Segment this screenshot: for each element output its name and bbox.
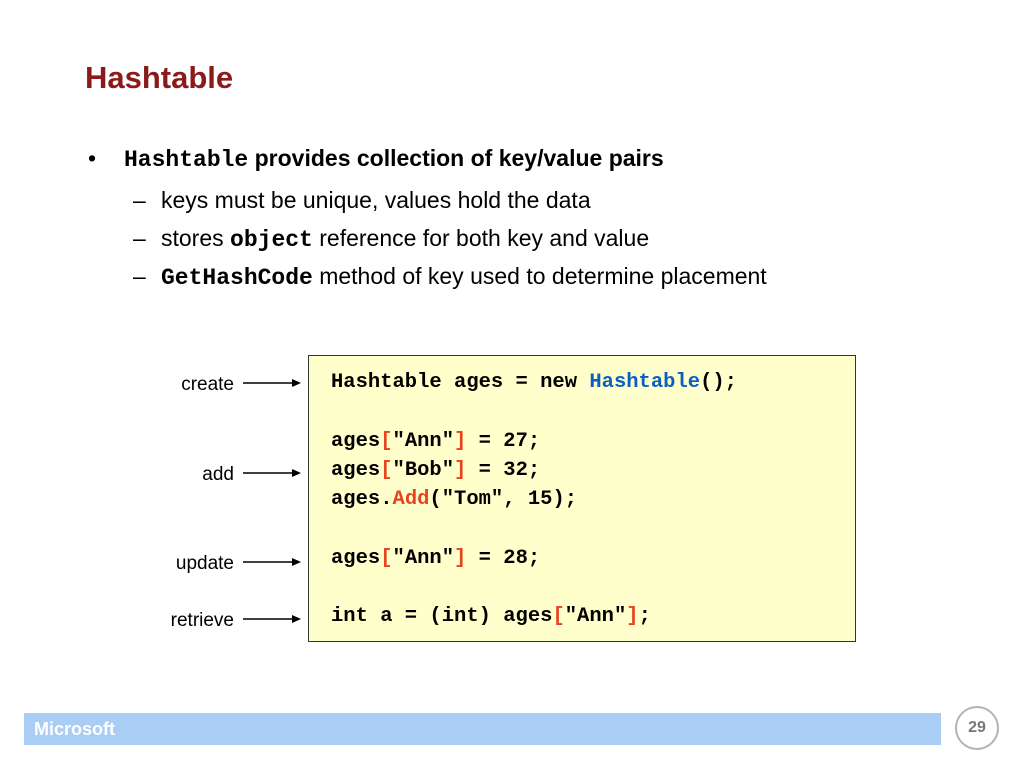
code-keyword-hashtable: Hashtable [589, 371, 701, 394]
bullet-code-gethashcode: GetHashCode [161, 265, 313, 291]
bullet-sub-keys: – keys must be unique, values hold the d… [88, 187, 988, 225]
code-line-create: Hashtable ages = new Hashtable(); [331, 371, 737, 394]
label-create: create [181, 374, 234, 395]
label-retrieve: retrieve [170, 610, 234, 631]
code-method-add: Add [392, 488, 430, 511]
label-add: add [202, 464, 234, 485]
slide-title: Hashtable [85, 60, 234, 95]
bullet-sub-object: – stores object reference for both key a… [88, 225, 988, 263]
bullet-sub-gethashcode: – GetHashCode method of key used to dete… [88, 263, 988, 301]
bullet-list: • Hashtable provides collection of key/v… [88, 145, 988, 301]
code-box: Hashtable ages = new Hashtable(); ages["… [308, 355, 856, 642]
code-line-retrieve: int a = (int) ages["Ann"]; [331, 605, 651, 628]
code-line-add-bob: ages["Bob"] = 32; [331, 459, 541, 482]
code-line-add-ann: ages["Ann"] = 27; [331, 430, 541, 453]
bullet-code-object: object [230, 227, 313, 253]
footer-brand: Microsoft [34, 719, 115, 739]
footer-bar: Microsoft [24, 713, 941, 745]
page-number: 29 [955, 706, 999, 750]
arrow-right-icon [243, 469, 301, 477]
arrow-right-icon [243, 379, 301, 387]
bullet-sub-object-post: reference for both key and value [312, 225, 650, 251]
arrow-right-icon [243, 615, 301, 623]
code-line-update: ages["Ann"] = 28; [331, 547, 541, 570]
dash-marker: – [133, 187, 146, 213]
bullet-marker: • [88, 145, 97, 171]
bullet-sub-keys-text: keys must be unique, values hold the dat… [161, 187, 591, 213]
bullet-main-text: provides collection of key/value pairs [248, 145, 664, 171]
dash-marker: – [133, 225, 146, 251]
bullet-sub-object-pre: stores [161, 225, 231, 251]
dash-marker: – [133, 263, 146, 289]
bullet-main: • Hashtable provides collection of key/v… [88, 145, 988, 187]
label-update: update [175, 553, 234, 574]
bullet-code-hashtable: Hashtable [124, 147, 249, 173]
bullet-sub-gethashcode-post: method of key used to determine placemen… [312, 263, 767, 289]
arrow-right-icon [243, 558, 301, 566]
code-line-add-tom: ages.Add("Tom", 15); [331, 488, 578, 511]
